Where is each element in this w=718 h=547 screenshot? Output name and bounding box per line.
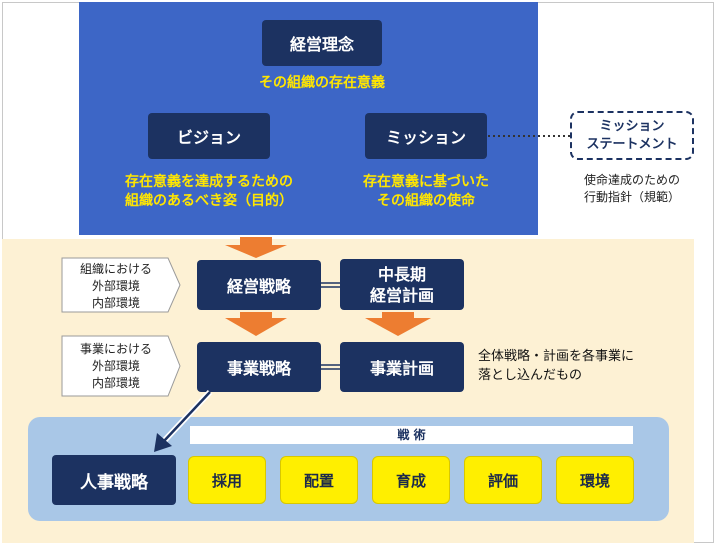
vision-box: ビジョン [148,113,270,159]
tactic-recruitment: 採用 [188,456,266,504]
hr-arrow-head [154,433,172,452]
philosophy-description: その組織の存在意義 [259,75,385,91]
mission-statement-box: ミッション ステートメント [570,111,694,160]
biz-env-callout [61,335,181,397]
vision-description: 存在意義を達成するための 組織のあるべき姿（目的） [125,174,293,209]
org-env-callout [61,257,181,313]
arrow-to-business-plan [365,312,431,336]
biz-env-text: 事業における 外部環境 内部環境 [79,342,152,390]
midterm-plan-box: 中長期 経営計画 [340,259,464,310]
mission-statement-description: 使命達成のための 行動指針（規範） [583,173,680,204]
corporate-strategy-box: 経営戦略 [197,260,321,310]
business-plan-note: 全体戦略・計画を各事業に 落とし込んだもの [478,349,635,383]
tactic-environment: 環境 [556,456,634,504]
tactics-header: 戦 術 [190,426,633,444]
mission-description: 存在意義に基づいた その組織の使命 [363,174,489,209]
arrow-to-business-strategy [225,312,287,336]
hr-arrow-shaft [163,391,211,442]
mission-box: ミッション [365,113,487,159]
arrow-to-corporate-strategy [225,237,287,258]
tactic-development: 育成 [372,456,450,504]
business-plan-box: 事業計画 [340,342,464,392]
philosophy-box: 経営理念 [262,20,382,66]
hr-strategy-box: 人事戦略 [52,455,176,505]
tactic-placement: 配置 [280,456,358,504]
org-env-text: 組織における 外部環境 内部環境 [79,262,152,310]
tactic-evaluation: 評価 [464,456,542,504]
business-strategy-box: 事業戦略 [197,342,321,392]
